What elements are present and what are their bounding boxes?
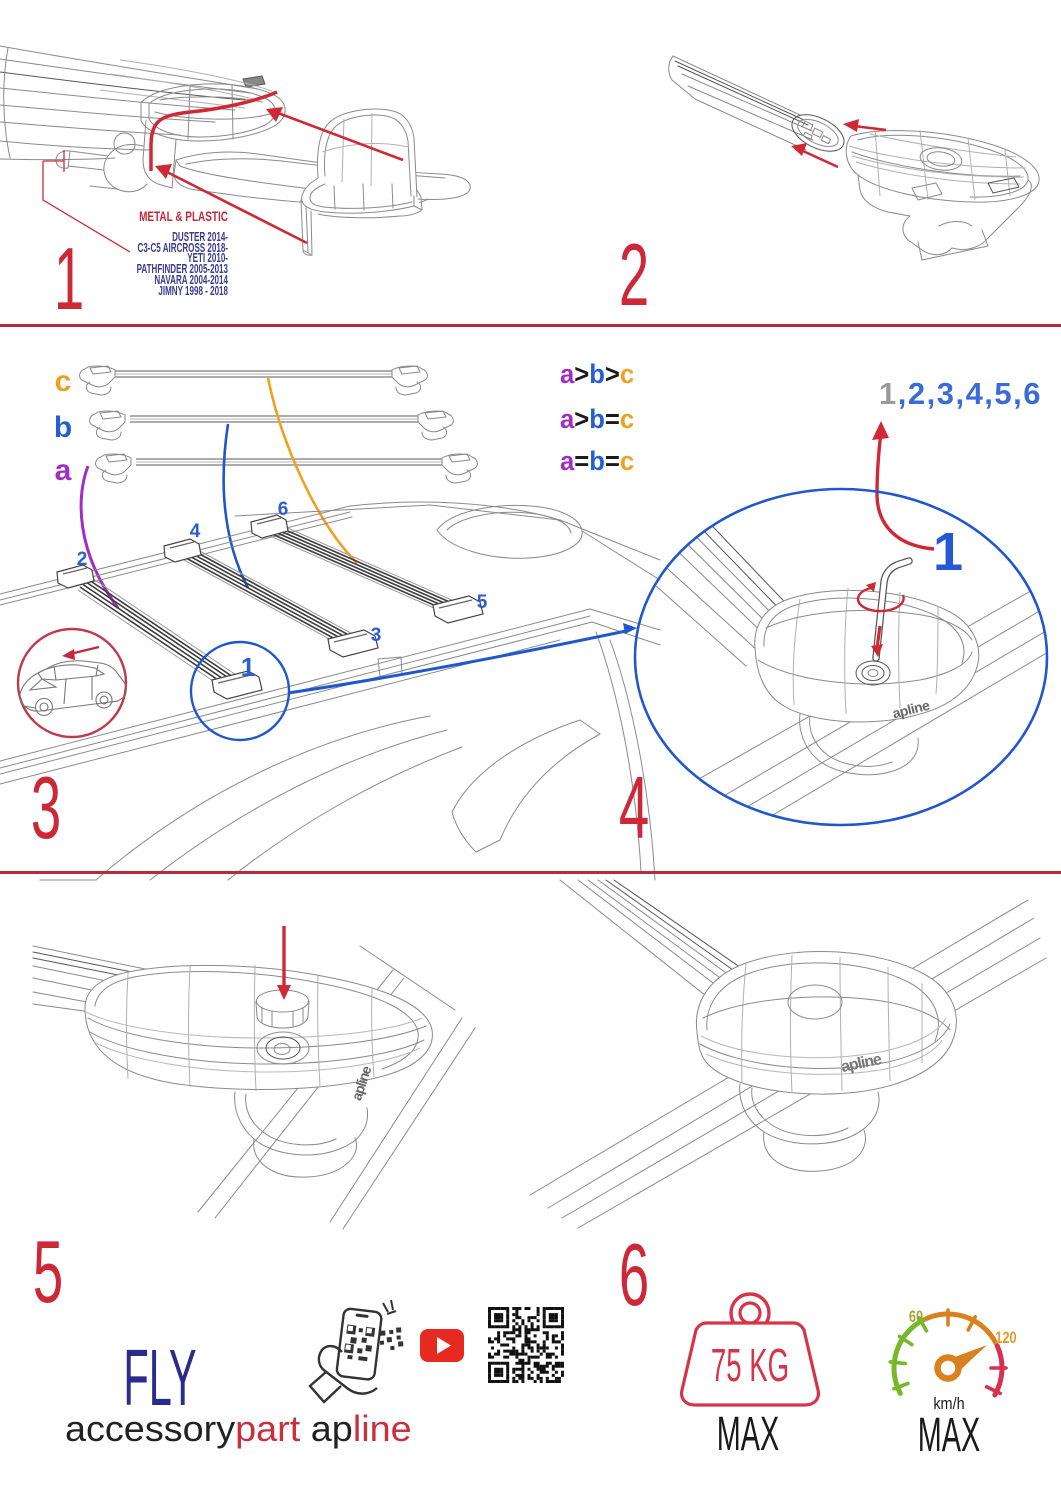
svg-text:3: 3 [31, 759, 61, 858]
svg-text:JIMNY 1998 - 2018: JIMNY 1998 - 2018 [158, 284, 228, 298]
svg-text:DUSTER 2014-: DUSTER 2014- [172, 230, 228, 244]
svg-text:5: 5 [33, 1223, 63, 1322]
svg-text:km/h: km/h [933, 1395, 964, 1413]
svg-text:75 KG: 75 KG [711, 1341, 789, 1392]
svg-text:a: a [55, 454, 72, 487]
svg-text:NAVARA 2004-2014: NAVARA 2004-2014 [154, 273, 228, 287]
svg-text:FLY: FLY [123, 1332, 196, 1422]
svg-text:60: 60 [909, 1307, 923, 1326]
svg-text:MAX: MAX [717, 1408, 779, 1461]
svg-text:1,2,3,4,5,6: 1,2,3,4,5,6 [879, 376, 1042, 411]
svg-text:a=b=c: a=b=c [560, 445, 634, 476]
svg-text:4: 4 [190, 521, 201, 542]
svg-text:METAL & PLASTIC: METAL & PLASTIC [139, 208, 228, 224]
svg-text:C3-C5 AIRCROSS 2018-: C3-C5 AIRCROSS 2018- [138, 241, 229, 255]
svg-text:3: 3 [371, 625, 382, 646]
svg-text:4: 4 [619, 759, 649, 858]
svg-text:1: 1 [241, 652, 255, 682]
svg-text:1: 1 [54, 230, 84, 329]
svg-text:b: b [54, 411, 72, 444]
svg-text:6: 6 [619, 1226, 649, 1325]
svg-text:a>b=c: a>b=c [560, 403, 634, 434]
svg-text:MAX: MAX [918, 1409, 980, 1462]
svg-text:1: 1 [933, 522, 963, 582]
svg-text:c: c [55, 365, 72, 398]
svg-text:a>b>c: a>b>c [560, 358, 634, 389]
svg-text:5: 5 [477, 592, 488, 613]
svg-text:120: 120 [995, 1328, 1016, 1347]
svg-text:accessorypart apline: accessorypart apline [65, 1409, 412, 1449]
svg-text:6: 6 [278, 499, 289, 520]
svg-text:2: 2 [619, 226, 649, 325]
svg-text:2: 2 [77, 549, 88, 570]
svg-text:PATHFINDER 2005-2013: PATHFINDER 2005-2013 [137, 262, 228, 276]
svg-text:YETI 2010-: YETI 2010- [187, 251, 228, 265]
